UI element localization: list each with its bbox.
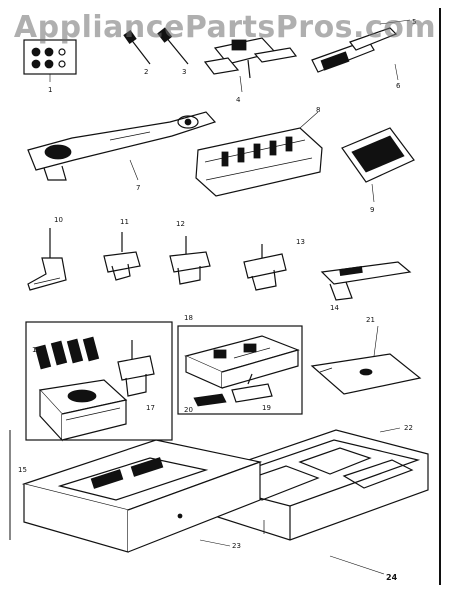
callout-16: 16 (32, 346, 41, 354)
part-24-leader (329, 555, 385, 575)
callout-10: 10 (54, 216, 63, 224)
callout-14: 14 (330, 304, 339, 312)
callout-1: 1 (48, 86, 52, 94)
callout-21: 21 (366, 316, 375, 324)
part-1-bobbin-card (23, 39, 77, 82)
part-23-storage-box (21, 439, 263, 553)
callout-18: 18 (184, 314, 193, 322)
part-16-cam-set (34, 336, 100, 370)
callout-8: 8 (316, 106, 320, 114)
part-2-screwdriver (123, 30, 151, 65)
part-14-guide-bar (320, 261, 412, 301)
callout-6: 6 (396, 82, 401, 90)
part-6-buttonhole-tool (311, 19, 411, 81)
part-8-template-plate (195, 111, 323, 197)
callout-15: 15 (18, 466, 27, 474)
part-17-buttonhole-foot (117, 340, 155, 397)
part-9-cam-packet (341, 127, 415, 203)
part-20-plate (193, 393, 227, 407)
part-group-15-16-17 (25, 321, 173, 442)
callout-5: 5 (412, 18, 416, 26)
part-11-button-foot (103, 232, 141, 281)
part-13-overcast-foot (243, 244, 287, 291)
part-18-attachment-case (184, 335, 300, 389)
callout-22: 22 (404, 424, 413, 432)
callout-24: 24 (386, 573, 398, 582)
callout-3: 3 (182, 68, 186, 76)
part-4-seam-guide (203, 37, 298, 93)
callout-2: 2 (144, 68, 148, 76)
callout-9: 9 (370, 206, 374, 214)
callout-12: 12 (176, 220, 185, 228)
part-12-hemmer-foot (169, 236, 211, 285)
callout-19: 19 (262, 404, 271, 412)
callout-11: 11 (120, 218, 129, 226)
callout-13: 13 (296, 238, 305, 246)
part-21-feed-cover (310, 325, 422, 395)
part-3-screwdriver (157, 27, 189, 65)
callout-4: 4 (236, 96, 241, 104)
callout-23: 23 (232, 542, 241, 550)
part-10-zipper-foot (27, 228, 67, 291)
callout-17: 17 (146, 404, 155, 412)
part-7-circular-attachment (27, 111, 217, 181)
part-15-cam-box (38, 379, 128, 442)
callout-20: 20 (184, 406, 193, 414)
callout-7: 7 (136, 184, 140, 192)
part-19-foot (231, 373, 273, 403)
part-group-18-19-20 (177, 325, 303, 415)
